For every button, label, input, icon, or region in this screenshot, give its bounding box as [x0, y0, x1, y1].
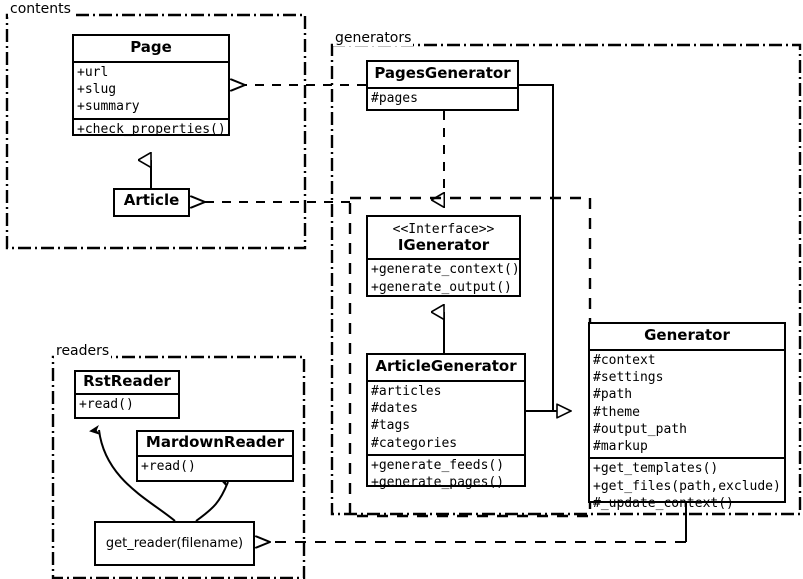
class-title-pages-generator: PagesGenerator [374, 64, 511, 82]
class-title-mardown-reader: MardownReader [145, 433, 285, 451]
class-methods-page: +check_properties() [74, 117, 228, 140]
package-label-generators: generators [333, 30, 414, 46]
class-methods-rst-reader: +read() [76, 392, 178, 415]
method-row: +read() [79, 396, 134, 412]
method-row: +get_files(path,exclude) [593, 478, 781, 494]
class-title-igenerator: <<Interface>> IGenerator [368, 217, 519, 258]
attribute-row: #path [593, 387, 633, 403]
class-box-page[interactable]: Page +url +slug +summary +check_properti… [72, 34, 230, 137]
attribute-row: #tags [371, 418, 411, 434]
class-attributes-pages-generator: #pages [368, 86, 517, 109]
attribute-row: #pages [371, 90, 418, 106]
class-name-igenerator: IGenerator [397, 235, 490, 254]
method-row: #_update_context() [593, 496, 734, 511]
class-attributes-article-generator: #articles #dates #tags #categories [368, 379, 524, 454]
method-row: +generate_context() [371, 262, 520, 278]
class-methods-article-generator: +generate_feeds() +generate_pages() [368, 453, 524, 494]
class-methods-mardown-reader: +read() [138, 454, 292, 477]
class-title-article-generator: ArticleGenerator [375, 357, 517, 375]
method-row: +generate_pages() [371, 475, 505, 491]
class-title-page: Page [130, 38, 172, 56]
attribute-row: #categories [371, 435, 458, 451]
class-title-generator: Generator [644, 326, 730, 344]
class-box-mardown-reader[interactable]: MardownReader +read() [136, 430, 294, 482]
method-row: +check_properties() [77, 121, 226, 137]
edge-get-reader-returns-mardownreader [195, 477, 231, 522]
attribute-row: +url [77, 64, 109, 80]
function-box-get-reader[interactable]: get_reader(filename) [94, 521, 255, 566]
attribute-row: +slug [77, 82, 117, 98]
attribute-row: #output_path [593, 421, 687, 437]
method-row: +get_templates() [593, 461, 719, 477]
attribute-row: #articles [371, 383, 442, 399]
method-row: +generate_output() [371, 279, 512, 295]
class-box-generator[interactable]: Generator #context #settings #path #them… [588, 322, 786, 511]
class-title-rst-reader: RstReader [83, 372, 171, 390]
class-stereotype-igenerator: <<Interface>> [392, 222, 495, 237]
attribute-row: #theme [593, 404, 640, 420]
class-attributes-generator: #context #settings #path #theme #output_… [590, 348, 784, 458]
class-methods-generator: +get_templates() +get_files(path,exclude… [590, 457, 784, 514]
class-title-article: Article [123, 191, 180, 209]
method-row: +generate_feeds() [371, 457, 505, 473]
class-box-article-generator[interactable]: ArticleGenerator #articles #dates #tags … [366, 353, 526, 490]
attribute-row: #settings [593, 370, 664, 386]
package-label-readers: readers [54, 343, 112, 359]
class-box-igenerator[interactable]: <<Interface>> IGenerator +generate_conte… [366, 215, 521, 297]
class-methods-igenerator: +generate_context() +generate_output() [368, 258, 520, 298]
class-attributes-page: +url +slug +summary [74, 60, 228, 118]
attribute-row: #markup [593, 439, 648, 455]
attribute-row: #dates [371, 401, 418, 417]
function-label-get-reader: get_reader(filename) [105, 536, 244, 551]
attribute-row: +summary [77, 99, 140, 115]
class-box-article[interactable]: Article [113, 188, 190, 217]
class-box-rst-reader[interactable]: RstReader +read() [74, 370, 180, 419]
attribute-row: #context [593, 352, 656, 368]
package-label-contents: contents [8, 1, 73, 17]
method-row: +read() [141, 458, 196, 474]
class-box-pages-generator[interactable]: PagesGenerator #pages [366, 60, 519, 111]
